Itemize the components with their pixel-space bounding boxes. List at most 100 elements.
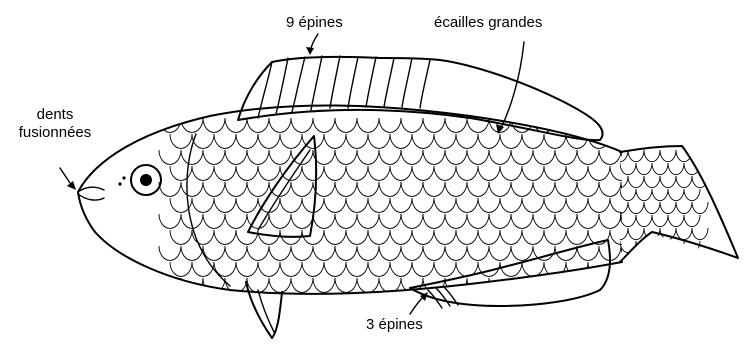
scale-mark bbox=[555, 150, 577, 164]
scale-mark bbox=[269, 150, 291, 164]
scale-mark bbox=[668, 189, 684, 201]
scale-mark bbox=[610, 294, 632, 308]
scale-mark bbox=[412, 166, 434, 180]
scale-mark bbox=[170, 262, 192, 276]
scale-mark bbox=[236, 166, 258, 180]
scale-mark bbox=[577, 246, 599, 260]
scale-mark bbox=[302, 262, 324, 276]
scale-mark bbox=[500, 166, 522, 180]
scale-mark bbox=[368, 262, 390, 276]
scale-mark bbox=[621, 118, 643, 132]
scale-mark bbox=[467, 278, 489, 292]
scale-mark bbox=[346, 134, 368, 148]
scale-mark bbox=[478, 166, 500, 180]
scale-mark bbox=[225, 182, 247, 196]
scale-mark bbox=[357, 278, 379, 292]
scale-mark bbox=[236, 230, 258, 244]
scale-mark bbox=[280, 294, 302, 308]
scale-mark bbox=[324, 230, 346, 244]
scale-mark bbox=[236, 134, 258, 148]
scale-mark bbox=[258, 262, 280, 276]
scale-mark bbox=[379, 246, 401, 260]
scale-mark bbox=[412, 230, 434, 244]
scale-mark bbox=[628, 150, 644, 162]
scale-mark bbox=[628, 176, 644, 188]
scale-mark bbox=[335, 118, 357, 132]
scale-mark bbox=[401, 182, 423, 196]
scale-mark bbox=[412, 262, 434, 276]
scale-mark bbox=[181, 150, 203, 164]
scale-mark bbox=[500, 134, 522, 148]
scale-mark bbox=[566, 230, 588, 244]
scale-mark bbox=[668, 241, 684, 253]
scale-mark bbox=[555, 182, 577, 196]
scale-mark bbox=[511, 278, 533, 292]
scale-mark bbox=[379, 214, 401, 228]
scale-mark bbox=[390, 198, 412, 212]
scale-mark bbox=[313, 118, 335, 132]
scale-mark bbox=[467, 182, 489, 196]
scale-mark bbox=[478, 134, 500, 148]
scale-mark bbox=[225, 118, 247, 132]
scale-mark bbox=[555, 214, 577, 228]
scale-mark bbox=[660, 202, 676, 214]
scale-mark bbox=[588, 166, 610, 180]
scale-mark bbox=[269, 214, 291, 228]
scale-mark bbox=[456, 230, 478, 244]
scale-mark bbox=[302, 166, 324, 180]
label-dorsal-spines: 9 épines bbox=[286, 14, 343, 32]
scale-mark bbox=[652, 215, 668, 227]
scale-mark bbox=[258, 134, 280, 148]
scale-mark bbox=[610, 134, 632, 148]
scale-mark bbox=[456, 166, 478, 180]
scale-mark bbox=[390, 230, 412, 244]
scale-mark bbox=[533, 150, 555, 164]
scale-mark bbox=[170, 294, 192, 308]
label-fused-teeth-line2: fusionnées bbox=[6, 124, 104, 142]
scale-mark bbox=[577, 182, 599, 196]
scale-mark bbox=[577, 118, 599, 132]
scale-mark bbox=[368, 166, 390, 180]
scale-mark bbox=[676, 202, 692, 214]
scale-mark bbox=[247, 150, 269, 164]
scale-mark bbox=[291, 278, 313, 292]
scale-mark bbox=[203, 182, 225, 196]
scale-mark bbox=[346, 230, 368, 244]
scale-mark bbox=[236, 198, 258, 212]
scale-mark bbox=[401, 246, 423, 260]
scale-mark bbox=[445, 150, 467, 164]
scale-mark bbox=[566, 166, 588, 180]
scale-mark bbox=[324, 166, 346, 180]
scale-mark bbox=[652, 189, 668, 201]
scale-mark bbox=[291, 118, 313, 132]
scale-mark bbox=[522, 166, 544, 180]
scale-mark bbox=[214, 230, 236, 244]
scale-mark bbox=[628, 202, 644, 214]
scale-mark bbox=[203, 214, 225, 228]
scale-mark bbox=[203, 118, 225, 132]
scale-mark bbox=[192, 294, 214, 308]
scale-mark bbox=[401, 214, 423, 228]
scale-mark bbox=[660, 150, 676, 162]
scale-mark bbox=[500, 198, 522, 212]
scale-mark bbox=[313, 214, 335, 228]
scale-mark bbox=[214, 166, 236, 180]
scale-mark bbox=[335, 182, 357, 196]
scale-mark bbox=[368, 294, 390, 308]
scale-mark bbox=[489, 182, 511, 196]
scale-mark bbox=[280, 262, 302, 276]
scale-mark bbox=[456, 134, 478, 148]
scale-mark bbox=[478, 230, 500, 244]
scale-mark bbox=[511, 246, 533, 260]
scale-mark bbox=[368, 198, 390, 212]
scale-mark bbox=[258, 166, 280, 180]
scale-mark bbox=[544, 166, 566, 180]
scale-mark bbox=[357, 182, 379, 196]
scale-mark bbox=[379, 150, 401, 164]
scale-mark bbox=[588, 198, 610, 212]
scale-mark bbox=[577, 150, 599, 164]
scale-mark bbox=[280, 198, 302, 212]
scale-mark bbox=[577, 278, 599, 292]
